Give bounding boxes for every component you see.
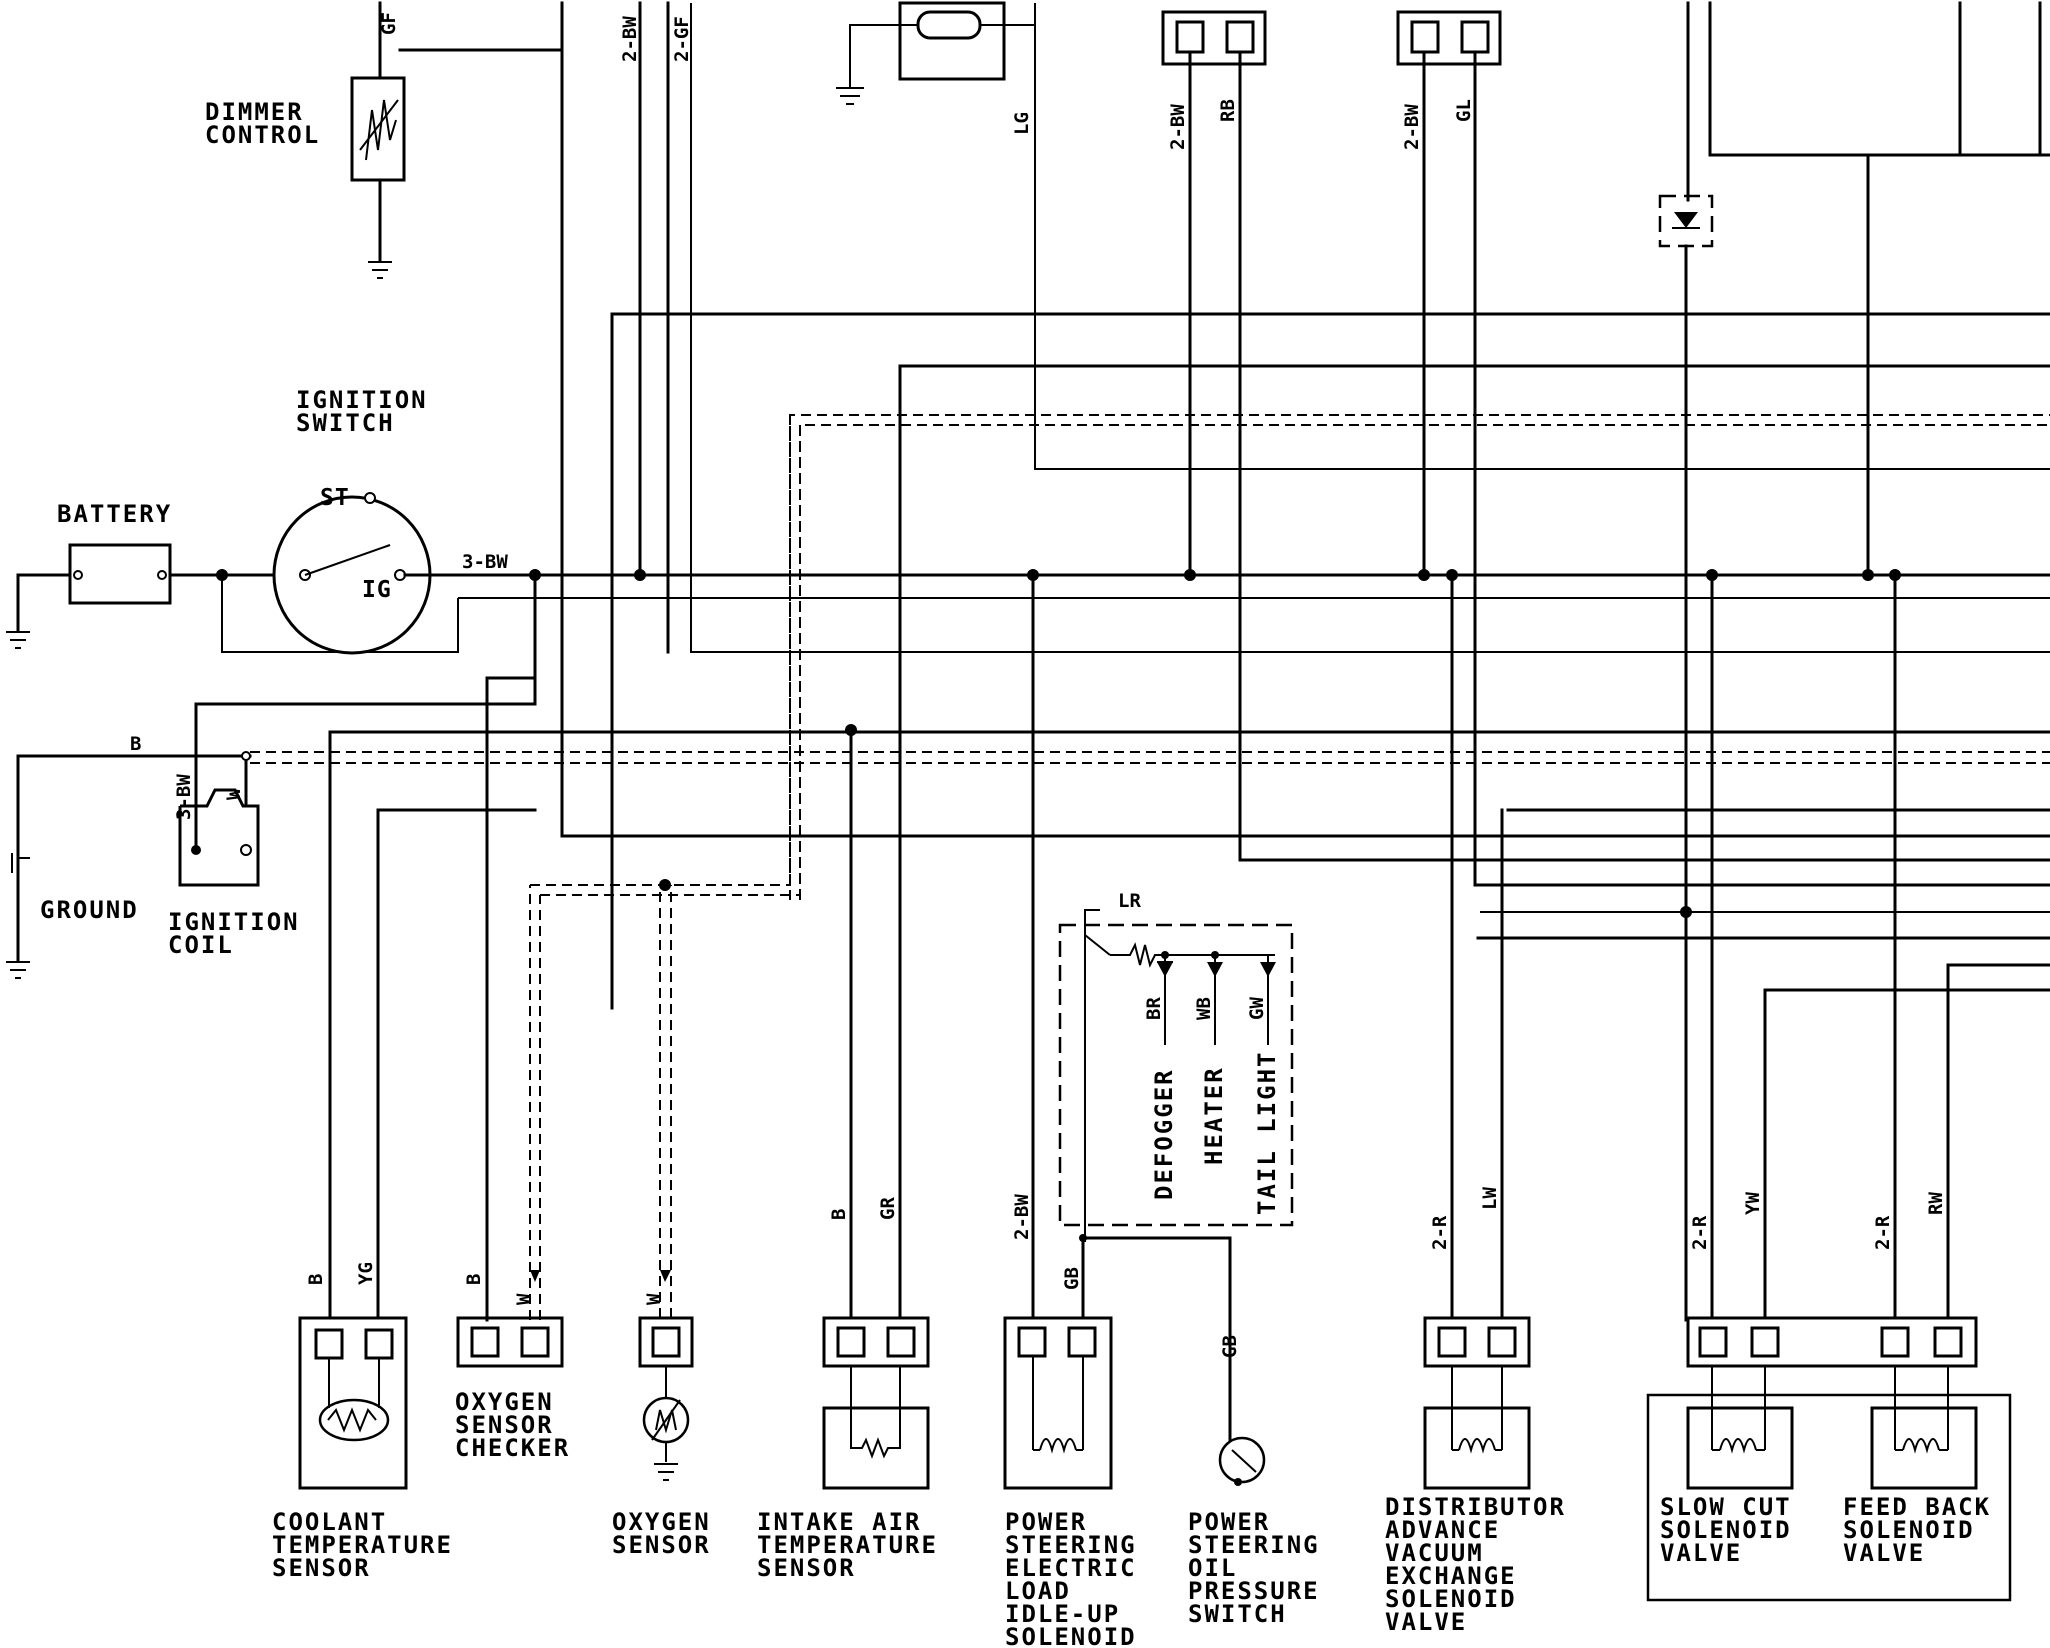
coolant-label-1: COOLANT: [272, 1508, 387, 1536]
wire-code: B: [305, 1274, 327, 1285]
slow-cut-label-1: SLOW CUT: [1660, 1493, 1792, 1521]
wire-code: YG: [355, 1262, 377, 1285]
dimmer-control: DIMMER CONTROL GF: [205, 1, 564, 838]
intake-label-3: SENSOR: [757, 1554, 856, 1582]
intake-air-temperature-sensor: B GR INTAKE AIR TEMPERATURE SENSOR: [757, 728, 938, 1582]
battery-label: BATTERY: [57, 500, 172, 528]
oxygen-sensor: W OXYGEN SENSOR: [612, 879, 711, 1559]
dimmer-control-label-1: DIMMER: [205, 98, 304, 126]
top-wires-bw-gf: 2-BW 2-GF: [619, 1, 693, 654]
wire-code: 2-BW: [619, 16, 641, 62]
ignition-switch-ig: IG: [362, 577, 392, 603]
solenoid-valve-pair: 2-R YW 2-R RW SLOW CUT SOLENOID VALVE FE…: [1646, 573, 2012, 1602]
wire-code: 2-R: [1429, 1215, 1451, 1250]
ps-idle-label-5: IDLE-UP: [1005, 1600, 1120, 1628]
wire-code: RB: [1217, 99, 1239, 122]
ps-idle-label-2: STEERING: [1005, 1531, 1137, 1559]
dist-label-6: VALVE: [1385, 1608, 1467, 1636]
ps-idle-label-3: ELECTRIC: [1005, 1554, 1137, 1582]
ground-label: GROUND: [40, 896, 139, 924]
coolant-temperature-sensor: B YG COOLANT TEMPERATURE SENSOR: [272, 1262, 453, 1582]
wire-code: W: [513, 1293, 535, 1305]
ps-switch-label-3: OIL: [1188, 1554, 1237, 1582]
ignition-coil-label-1: IGNITION: [168, 908, 300, 936]
dimmer-control-label-2: CONTROL: [205, 121, 320, 149]
wire-code: 2-BW: [1401, 104, 1423, 150]
checker-label-2: SENSOR: [455, 1411, 554, 1439]
coolant-label-3: SENSOR: [272, 1554, 371, 1582]
coolant-label-2: TEMPERATURE: [272, 1531, 453, 1559]
ps-idle-label-4: LOAD: [1005, 1577, 1071, 1605]
feed-back-label-3: VALVE: [1843, 1539, 1925, 1567]
oxygen-sensor-checker: B W OXYGEN SENSOR CHECKER: [455, 415, 801, 1462]
tail-light-label: TAIL LIGHT: [1253, 1051, 1281, 1216]
junction-dots: [216, 569, 1901, 918]
feed-back-label-1: FEED BACK: [1843, 1493, 1991, 1521]
dist-label-4: EXCHANGE: [1385, 1562, 1517, 1590]
checker-label-3: CHECKER: [455, 1434, 570, 1462]
wire-code: B: [828, 1209, 850, 1220]
intake-label-1: INTAKE AIR: [757, 1508, 922, 1536]
wire-code: 2-R: [1872, 1215, 1894, 1250]
dist-label-3: VACUUM: [1385, 1539, 1484, 1567]
wire-code: 2-R: [1689, 1215, 1711, 1250]
ps-switch-label-2: STEERING: [1188, 1531, 1320, 1559]
ignition-switch: ST IG IGNITION SWITCH 3-BW: [272, 386, 542, 655]
slow-cut-label-2: SOLENOID: [1660, 1516, 1792, 1544]
wire-code: W: [223, 788, 245, 800]
ignition-switch-label-2: SWITCH: [296, 409, 395, 437]
top-connector-rb: 2-BW RB: [1161, 10, 1267, 862]
wire-code: WB: [1193, 997, 1215, 1020]
wire-code: BR: [1143, 997, 1165, 1020]
oxygen-label-2: SENSOR: [612, 1531, 711, 1559]
wire-code: GB: [1219, 1335, 1241, 1358]
ps-switch-label-4: PRESSURE: [1188, 1577, 1320, 1605]
fuse-connector: LG: [836, 1, 1036, 469]
wire-code: W: [643, 1293, 665, 1305]
ps-switch-label-5: SWITCH: [1188, 1600, 1287, 1628]
defogger-label: DEFOGGER: [1150, 1068, 1178, 1200]
wire-code: LW: [1479, 1187, 1501, 1210]
wire-code: LG: [1011, 112, 1033, 135]
wire-code: GB: [1061, 1267, 1083, 1290]
distributor-solenoid-valve: 2-R LW DISTRIBUTOR ADVANCE VACUUM EXCHAN…: [1385, 573, 1566, 1636]
dist-label-1: DISTRIBUTOR: [1385, 1493, 1566, 1521]
wire-code: 3-BW: [173, 774, 195, 820]
wire-code: 2-BW: [1167, 104, 1189, 150]
oxygen-label-1: OXYGEN: [612, 1508, 711, 1536]
dist-label-5: SOLENOID: [1385, 1585, 1517, 1613]
wire-code: GR: [877, 1197, 899, 1220]
wire-code: GL: [1453, 99, 1475, 122]
wire-code: B: [463, 1274, 485, 1285]
wire-code: GW: [1246, 997, 1268, 1020]
ignition-coil-label-2: COIL: [168, 931, 234, 959]
checker-label-1: OXYGEN: [455, 1388, 554, 1416]
dist-label-2: ADVANCE: [1385, 1516, 1500, 1544]
ignition-switch-st: ST: [320, 485, 350, 511]
feed-back-label-2: SOLENOID: [1843, 1516, 1975, 1544]
ps-switch-label-1: POWER: [1188, 1508, 1270, 1536]
intake-label-2: TEMPERATURE: [757, 1531, 938, 1559]
wire-code: 2-GF: [671, 16, 693, 62]
wire-code: RW: [1925, 1192, 1947, 1215]
ps-idle-label-6: SOLENOID: [1005, 1623, 1137, 1648]
ignition-switch-label-1: IGNITION: [296, 386, 428, 414]
wire-code: LR: [1118, 890, 1141, 912]
wire-code: 3-BW: [462, 551, 508, 573]
slow-cut-label-3: VALVE: [1660, 1539, 1742, 1567]
diode-icon: [1658, 194, 1714, 1322]
battery: BATTERY: [6, 500, 307, 649]
electric-load-box: LR BR WB GW DEFOGGER HEATER TAIL LIGHT: [1058, 890, 1294, 1242]
wire-code: GF: [378, 12, 400, 35]
wire-code: B: [130, 733, 141, 755]
heater-label: HEATER: [1200, 1066, 1228, 1165]
wire-code: YW: [1742, 1192, 1764, 1215]
wire-code: 2-BW: [1011, 1194, 1033, 1240]
top-connector-gl: 2-BW GL: [1396, 10, 1502, 740]
ps-idle-label-1: POWER: [1005, 1508, 1087, 1536]
ground-and-ignition-coil: B GROUND 3-BW W IGNITION COIL: [6, 573, 537, 979]
power-steering-idle-up-solenoid: 2-BW GB POWER STEERING ELECTRIC LOAD IDL…: [1003, 573, 1232, 1648]
power-steering-oil-pressure-switch: GB POWER STEERING OIL PRESSURE SWITCH: [1188, 1335, 1320, 1628]
